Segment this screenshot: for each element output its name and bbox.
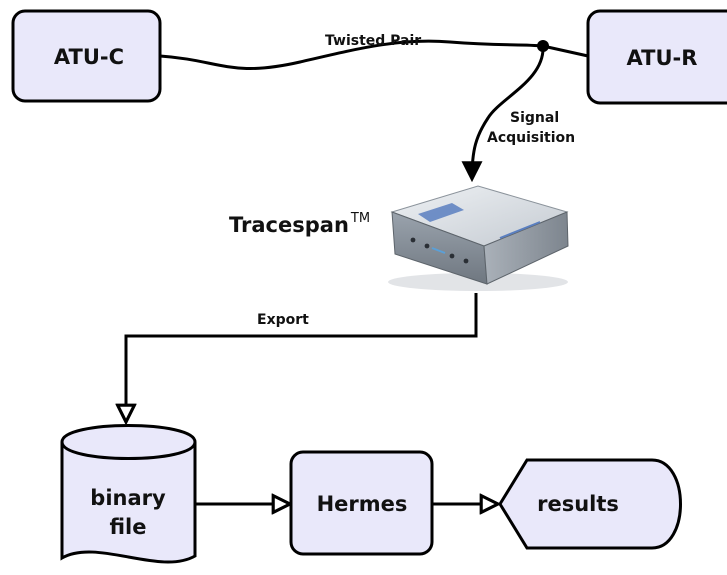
atu-r-label: ATU-R xyxy=(627,46,698,70)
binary-file-label-line2: file xyxy=(109,515,146,539)
binary-file-label-line1: binary xyxy=(90,486,166,510)
signal-label-line2: Acquisition xyxy=(487,130,575,146)
twisted-pair-cable xyxy=(159,39,589,71)
tracespan-tm: TM xyxy=(350,211,370,226)
results-node: results xyxy=(498,458,682,550)
signal-label-line1: Signal xyxy=(510,110,559,126)
export-label: Export xyxy=(257,312,309,328)
atu-c-node: ATU-C xyxy=(11,9,162,103)
atu-c-label: ATU-C xyxy=(54,45,124,69)
hermes-node: Hermes xyxy=(289,450,434,556)
tracespan-name: Tracespan xyxy=(229,213,349,237)
results-label: results xyxy=(537,492,619,516)
binary-file-node: binary file xyxy=(60,424,197,564)
atu-r-node: ATU-R xyxy=(586,9,727,105)
tracespan-hardware-icon xyxy=(388,185,569,291)
hermes-label: Hermes xyxy=(317,492,408,516)
export-arrow xyxy=(126,293,478,422)
twisted-pair-label: Twisted Pair xyxy=(325,33,421,49)
signal-acquisition-arrow xyxy=(461,45,545,183)
